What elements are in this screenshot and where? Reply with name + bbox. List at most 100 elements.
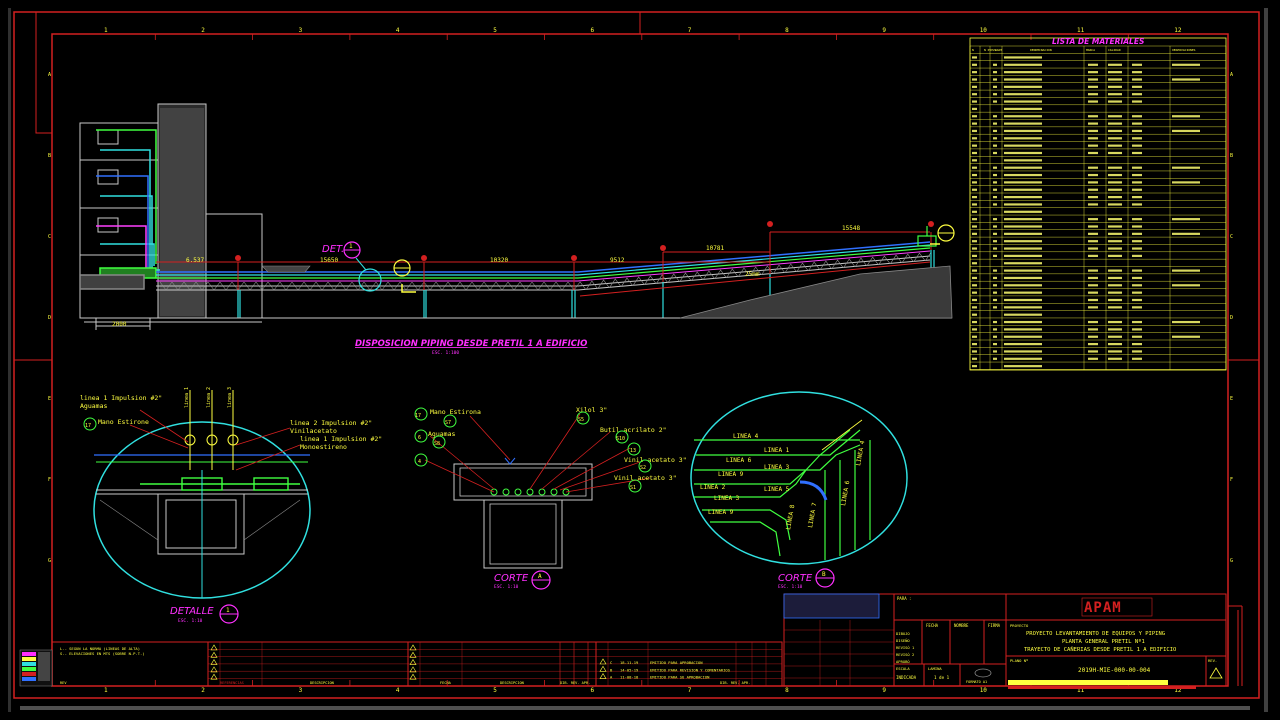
materials-row-text <box>1004 240 1042 243</box>
materials-row-num <box>972 240 977 243</box>
corte-a-r2: Butil acrilato 2" <box>600 426 667 434</box>
materials-row-obs <box>1132 144 1142 147</box>
materials-row-obs2 <box>1172 63 1200 66</box>
para-field[interactable] <box>783 593 880 619</box>
materials-row-obs2 <box>1172 115 1200 118</box>
materials-row-marca <box>1088 276 1098 280</box>
dim-6: 6.537 <box>186 257 204 264</box>
materials-row-text <box>1004 306 1042 309</box>
materials-row-text <box>1004 232 1042 235</box>
detalle-title: DETALLE <box>170 606 214 617</box>
rev-triangle-icon <box>409 666 417 673</box>
materials-row-cant <box>993 306 997 309</box>
detail-label-2n: 17 <box>85 423 91 429</box>
main-elevation-view[interactable]: 15650 10320 9512 10781 15548 6.537 2000 … <box>79 103 955 356</box>
corte-b-label: LINEA 5 <box>764 486 790 493</box>
materials-row-cant <box>993 240 997 243</box>
grid-col-bot-4: 4 <box>396 687 400 694</box>
materials-row-obs <box>1132 218 1142 221</box>
corte-b-label: LINEA 3 <box>764 464 790 471</box>
materials-row-num <box>972 262 977 265</box>
materials-row-text <box>1004 159 1042 162</box>
materials-row-calidad <box>1108 357 1122 360</box>
materials-row-marca <box>1088 225 1098 228</box>
materials-row-cant <box>993 350 997 353</box>
corte-a-callout[interactable] <box>393 259 416 293</box>
detalle-1-view[interactable]: linea 1 Impulsion #2" Aguamas 17 Mano Es… <box>80 387 382 624</box>
corte-b-title: CORTE <box>778 573 813 584</box>
grid-col-bot-7: 7 <box>688 687 692 694</box>
fecha-label: FECHA <box>926 623 939 628</box>
materials-row-obs <box>1132 63 1142 66</box>
materials-row-text <box>1004 188 1042 191</box>
corte-a-l1: Mano Estirona <box>430 408 481 416</box>
rev-desc: EMITIDO PARA APROBACION <box>650 660 703 665</box>
materials-row-marca <box>1088 181 1098 184</box>
materials-row-obs <box>1132 181 1142 184</box>
materials-row-obs <box>1132 71 1142 74</box>
materials-row-obs <box>1132 85 1142 88</box>
rev-triangle-icon <box>210 644 218 651</box>
materials-row-num <box>972 122 977 125</box>
rev-triangle-icon <box>210 659 218 665</box>
materials-row-marca <box>1088 151 1098 155</box>
corte-a-view[interactable]: 17 Mano Estirona S7 6 Aguamas S8 4 Xilol… <box>414 406 687 590</box>
corte-b-label: LINEA 2 <box>700 484 726 491</box>
rev-col-by: DIB. REV. APR. <box>560 681 590 685</box>
materials-row-text <box>1004 129 1042 133</box>
materials-row-cant <box>993 93 997 96</box>
corte-b-callout[interactable] <box>930 224 955 245</box>
materials-row-num <box>972 320 977 324</box>
rev-col-rev: REV <box>60 681 67 685</box>
materials-row-text <box>1004 181 1042 184</box>
tb-row-dibujo: DIBUJO <box>896 631 910 636</box>
materials-row-num <box>972 93 977 96</box>
tb-row-aprobo: APROBÓ <box>896 659 910 664</box>
materials-row-text <box>1004 63 1042 66</box>
materials-row-num <box>972 100 977 103</box>
grid-col-bot-12: 12 <box>1174 687 1182 694</box>
materials-row-num <box>972 196 977 199</box>
corte-a-r4n: S2 <box>640 465 646 471</box>
materials-row-marca <box>1088 166 1098 169</box>
title-block[interactable]: PARA : FECHA NOMBRE FIRMA DIBUJO DISEÑO … <box>783 593 1227 689</box>
logo-text: APAM <box>1084 600 1122 616</box>
grid-row-left-F: F <box>48 477 51 483</box>
materials-row-calidad <box>1108 63 1122 66</box>
dim-1: 15650 <box>320 257 338 264</box>
materials-row-obs <box>1132 166 1142 169</box>
materials-row-num <box>972 225 977 228</box>
materials-row-text <box>1004 144 1042 147</box>
materials-row-num <box>972 328 977 331</box>
materials-row-num <box>972 137 977 140</box>
detalle-scale: ESC. 1:10 <box>178 618 203 624</box>
materials-row-marca <box>1088 93 1098 96</box>
notes-line-2: S.- ELEVACIONES EN MTS (SOBRE N.P.T.) <box>60 651 145 656</box>
materials-row-num <box>972 210 977 213</box>
rev-letter: B <box>610 667 613 672</box>
materials-row-num <box>972 365 977 368</box>
materials-row-cant <box>993 232 997 235</box>
materials-row-num <box>972 63 977 66</box>
materials-row-marca <box>1088 71 1098 74</box>
corte-b-label: LINEA 7 <box>807 502 818 528</box>
materials-row-calidad <box>1108 343 1122 346</box>
materials-row-text <box>1004 328 1042 331</box>
det-callout[interactable]: DET. 1 <box>322 241 382 292</box>
materials-row-calidad <box>1108 122 1122 125</box>
materials-row-num <box>972 159 977 162</box>
materials-row-marca <box>1088 247 1098 250</box>
materials-row-marca <box>1088 78 1098 81</box>
tb-row-reviso2: REVISÓ 2 <box>896 652 914 657</box>
tb-row-diseno: DISEÑO <box>896 638 910 643</box>
materials-row-text <box>1004 196 1042 199</box>
rev-triangle-icon <box>409 644 417 651</box>
materials-row-text <box>1004 107 1042 110</box>
materials-row-marca <box>1088 218 1098 221</box>
corte-a-l2b: S8 <box>434 441 440 447</box>
